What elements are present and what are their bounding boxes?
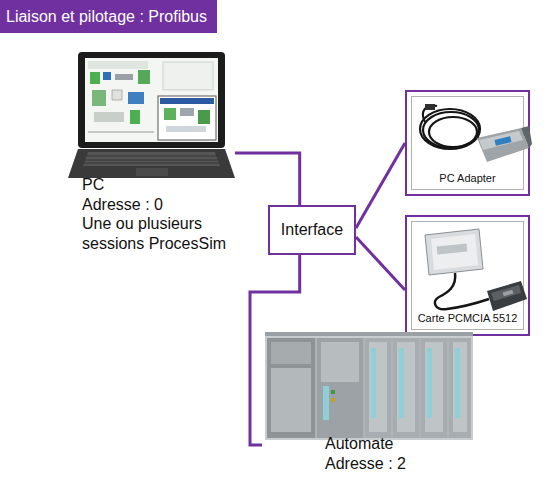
- device-name: Automate: [325, 434, 475, 454]
- device-label: Carte PCMCIA 5512: [416, 311, 519, 325]
- device-card: Carte PCMCIA 5512: [405, 215, 530, 336]
- connector-line: [235, 153, 300, 205]
- pc-adapter-illustration: [417, 102, 532, 174]
- device-detail: Une ou plusieurs sessions ProcesSim: [82, 214, 237, 253]
- device-detail: Adresse : 0: [82, 195, 237, 215]
- connector-line: [356, 143, 405, 228]
- pc-node: PCAdresse : 0Une ou plusieurs sessions P…: [68, 50, 235, 250]
- box-label: Interface: [281, 221, 343, 239]
- plc-rack-illustration: [265, 328, 475, 443]
- device-detail: Adresse : 2: [325, 454, 475, 474]
- node-texts: PCAdresse : 0Une ou plusieurs sessions P…: [82, 175, 237, 253]
- node-texts: AutomateAdresse : 2: [325, 434, 475, 474]
- card-caption: PC Adapter: [416, 171, 519, 185]
- device-label: PC Adapter: [416, 171, 519, 185]
- laptop-illustration: [68, 50, 235, 180]
- title-band: Liaison et pilotage : Profibus: [0, 0, 217, 33]
- connector-line: [356, 237, 405, 290]
- pcmcia-card-illustration: [417, 227, 532, 319]
- card-frame: Carte PCMCIA 5512: [411, 221, 524, 330]
- card-frame: PC Adapter: [411, 96, 524, 190]
- interface-box: Interface: [268, 205, 356, 255]
- device-name: PC: [82, 175, 237, 195]
- card-caption: Carte PCMCIA 5512: [416, 311, 519, 325]
- device-card: PC Adapter: [405, 90, 530, 196]
- plc-node: AutomateAdresse : 2: [262, 328, 477, 480]
